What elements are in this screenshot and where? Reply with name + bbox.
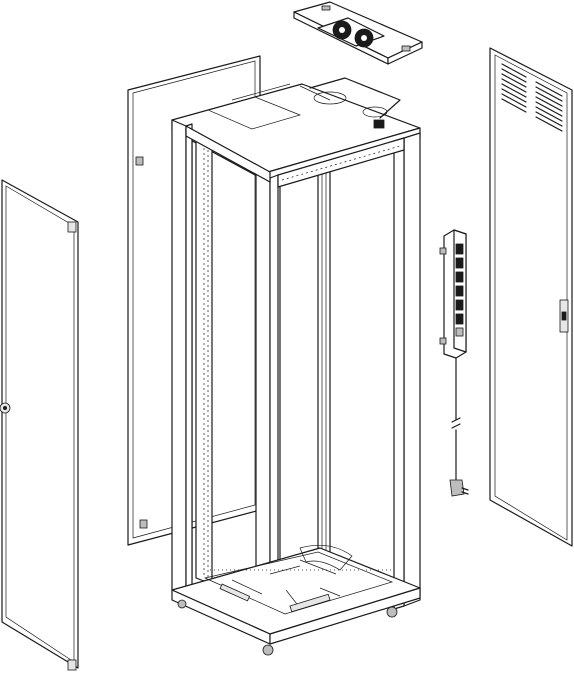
cabinet-frame — [171, 77, 421, 656]
pdu-socket-2 — [455, 257, 464, 269]
pdu-socket-4 — [455, 285, 464, 297]
rear-door-vents-right — [535, 81, 563, 132]
pdu-plug — [449, 479, 465, 497]
power-distribution-unit — [439, 229, 469, 497]
pdu-socket-1 — [455, 243, 464, 255]
pdu-socket-6 — [455, 313, 464, 325]
door-lock-keyhole — [3, 405, 8, 410]
castor-left — [177, 599, 187, 609]
door-hinge-top — [67, 221, 77, 233]
castor-front — [262, 644, 274, 656]
pdu-switch — [455, 327, 464, 337]
fan-tray — [293, 1, 423, 65]
rear-door — [489, 47, 573, 547]
glass-front-door — [0, 179, 79, 671]
side-panel-latch-top — [135, 156, 144, 166]
castor-right — [386, 606, 398, 618]
door-hinge-bottom — [67, 659, 77, 671]
rear-door-vents-left — [501, 63, 527, 113]
front-left-post — [171, 119, 187, 597]
pdu-socket-3 — [455, 271, 464, 283]
side-panel-latch-bottom — [139, 519, 148, 529]
pdu-socket-5 — [455, 299, 464, 311]
